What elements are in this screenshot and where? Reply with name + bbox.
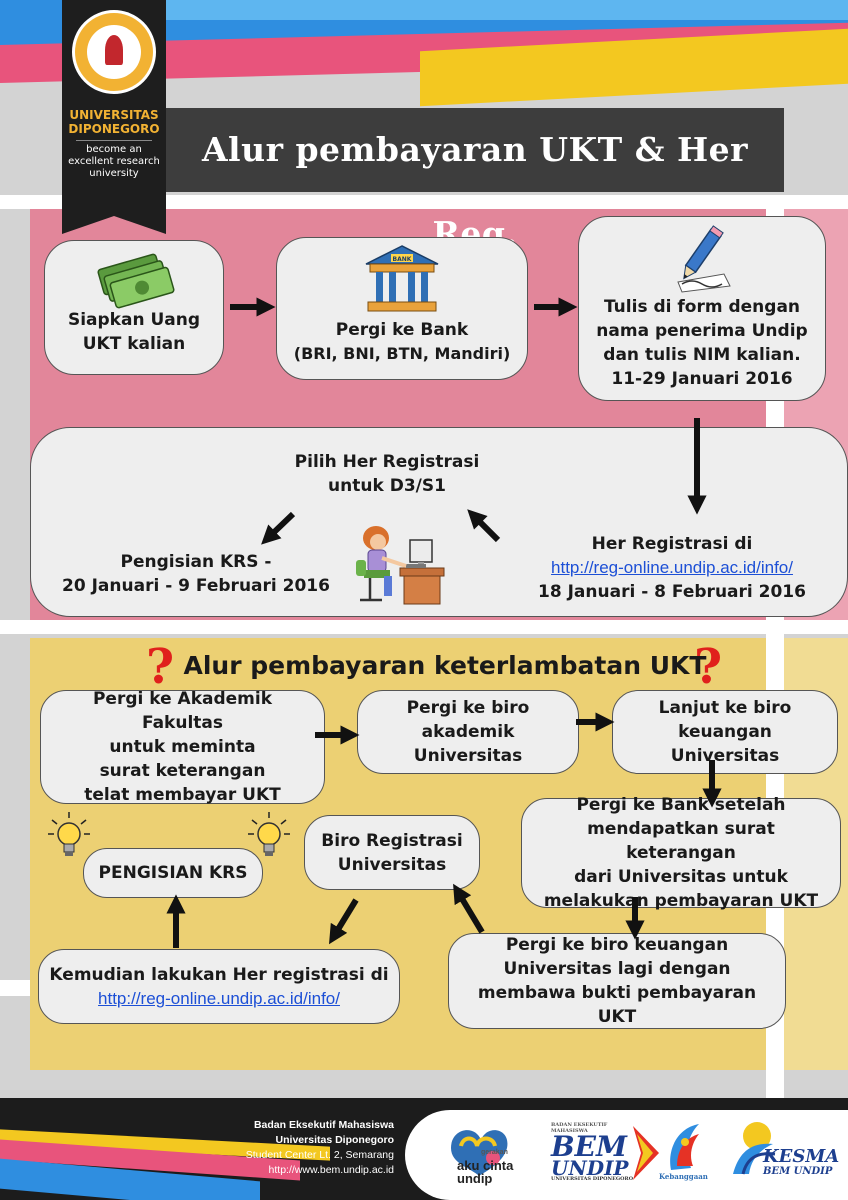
- step-finance-bureau-again: Pergi ke biro keuangan Universitas lagi …: [448, 933, 786, 1029]
- flow-arrows: [166, 297, 722, 948]
- kesma-text: KESMA BEM UNDIP: [763, 1146, 840, 1178]
- her-registration-text: Her Registrasi di http://reg-online.undi…: [522, 532, 822, 604]
- step-faculty-academic: Pergi ke Akademik Fakultas untuk meminta…: [40, 689, 325, 805]
- money-icon-overlay: [97, 253, 175, 309]
- arrow-11-down-left: [328, 898, 359, 945]
- choose-her-registration-text: Pilih Her Registrasi untuk D3/S1: [294, 452, 480, 496]
- arrow-5-down-left: [261, 511, 296, 545]
- her-registration-link-2[interactable]: http://reg-online.undip.ac.id/info/: [98, 988, 340, 1008]
- university-tagline: become an excellent research university: [68, 144, 160, 179]
- step-prepare-money: Siapkan Uang UKT kalian: [44, 240, 224, 375]
- her-registration-link[interactable]: http://reg-online.undip.ac.id/info/: [551, 558, 793, 577]
- university-seal-icon: [72, 10, 156, 94]
- svg-text:BANK: BANK: [393, 256, 412, 263]
- pencil-icon: [677, 225, 731, 293]
- krs-filling-text: Pengisian KRS - 20 Januari - 9 Februari …: [62, 552, 330, 596]
- footer-url: http://www.bem.undip.ac.id: [268, 1164, 394, 1176]
- bem-arrow-icon: [633, 1126, 659, 1180]
- step-krs-filling: PENGISIAN KRS: [83, 848, 263, 898]
- bank-icon: BANK: [365, 245, 439, 312]
- step-her-registration: Kemudian lakukan Her registrasi di http:…: [38, 949, 400, 1024]
- arrow-4-up-left: [467, 509, 501, 543]
- step-finance-bureau: Lanjut ke biro keuangan Universitas: [612, 690, 838, 774]
- white-divider-1: [0, 195, 848, 209]
- footer-contact: Badan Eksekutif Mahasiswa Universitas Di…: [180, 1118, 394, 1178]
- university-logo-banner: UNIVERSITAS DIPONEGORO become an excelle…: [62, 0, 166, 234]
- kebanggaan-text: Kebanggaan: [659, 1172, 708, 1181]
- footer-logos-panel: gerakan aku cinta undip BADAN EKSEKUTIF …: [405, 1110, 848, 1200]
- aku-cinta-undip-text: gerakan aku cinta undip: [457, 1149, 514, 1186]
- kebanggaan-logo: [670, 1124, 699, 1170]
- light-bulb-right-icon: [248, 812, 290, 856]
- title-band: Alur pembayaran UKT & Her Reg.: [166, 108, 784, 253]
- late-payment-title: Alur pembayaran keterlambatan UKT: [183, 651, 707, 680]
- bem-undip-logo: BADAN EKSEKUTIF MAHASISWA BEM UNDIP UNIV…: [551, 1122, 634, 1182]
- step-bank-payment: Pergi ke Bank setelah mendapatkan surat …: [521, 795, 841, 911]
- white-divider-2: [0, 620, 848, 634]
- kesma-logo: [733, 1122, 776, 1175]
- top-light-blue-stripe: [150, 0, 848, 20]
- arrow-10-up-left: [453, 883, 485, 934]
- light-bulb-left-icon: [48, 812, 90, 856]
- question-mark-left-icon: ?: [146, 639, 175, 695]
- university-name: UNIVERSITAS DIPONEGORO: [68, 108, 160, 136]
- step-registration-bureau: Biro Registrasi Universitas: [304, 815, 480, 890]
- question-mark-right-icon: ?: [694, 639, 723, 695]
- student-at-computer-icon: [356, 526, 445, 605]
- aku-cinta-undip-logo: [451, 1130, 508, 1176]
